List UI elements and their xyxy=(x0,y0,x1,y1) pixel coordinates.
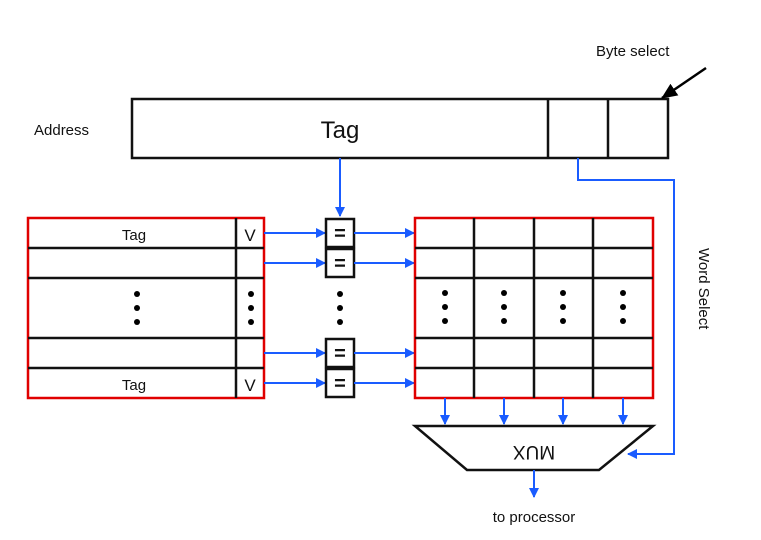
address-label: Address xyxy=(34,122,89,139)
comparator-symbol: = xyxy=(334,373,346,395)
comparator-symbol: = xyxy=(334,253,346,275)
byte-select-arrow xyxy=(661,66,707,100)
comparator-symbol: = xyxy=(334,343,346,365)
data-store xyxy=(413,216,655,400)
data-to-mux-arrows xyxy=(440,398,628,425)
word-select-label: Word Select xyxy=(695,248,712,330)
tag-store-ellipsis xyxy=(134,291,254,325)
comparator-ellipsis xyxy=(337,291,343,325)
tag-store-row-tag: Tag xyxy=(122,377,146,394)
comparators: = = = = xyxy=(264,217,415,399)
tag-store-row-valid: V xyxy=(244,226,256,245)
tag-store-row-valid: V xyxy=(244,376,256,395)
tag-store-row-tag: Tag xyxy=(122,227,146,244)
address-register xyxy=(130,97,670,160)
byte-select-label: Byte select xyxy=(596,43,670,60)
address-tag-field: Tag xyxy=(321,117,360,144)
comparator xyxy=(324,337,356,369)
comparator-symbol: = xyxy=(334,223,346,245)
mux xyxy=(411,424,657,472)
tag-store xyxy=(26,216,266,400)
mux-label: MUX xyxy=(513,441,556,462)
word-select-line xyxy=(577,158,675,459)
data-store-ellipsis xyxy=(442,290,626,324)
output-label: to processor xyxy=(493,509,576,526)
